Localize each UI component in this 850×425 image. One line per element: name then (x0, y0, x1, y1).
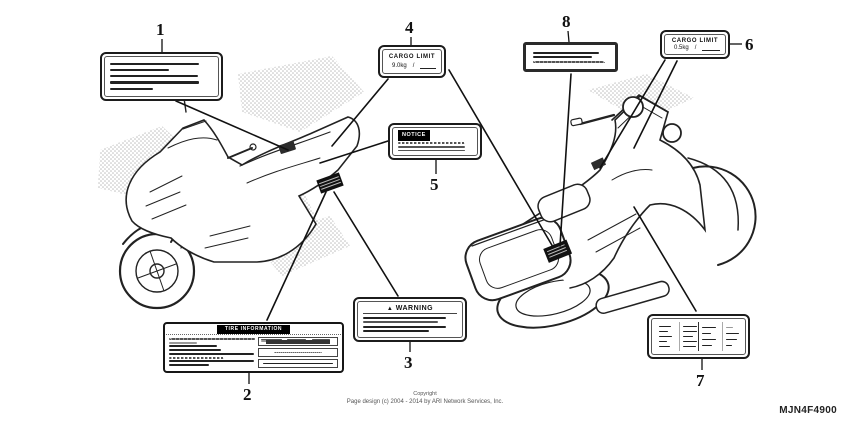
fill-in-blank (420, 63, 436, 69)
text-line (169, 352, 254, 355)
text-line (398, 146, 465, 148)
cargo-limit-separator: / (412, 62, 415, 69)
diagram-code: MJN4F4900 (779, 405, 837, 416)
tire-information-header: TIRE INFORMATION (166, 325, 341, 335)
callout-1[interactable]: 1 (156, 20, 165, 39)
text-line (533, 51, 599, 54)
text-line (702, 332, 711, 335)
callout-2[interactable]: 2 (243, 385, 252, 404)
text-line (169, 342, 197, 344)
text-line (363, 325, 446, 328)
tire-spec-table (258, 336, 338, 346)
dark-band (266, 340, 330, 344)
text-line (659, 330, 668, 333)
copyright-label: Copyright (413, 390, 437, 397)
text-line (683, 335, 693, 338)
text-line (261, 338, 282, 340)
text-line (169, 360, 254, 363)
text-line (110, 75, 198, 77)
text-line (659, 345, 671, 348)
cargo-limit-separator: / (694, 45, 697, 51)
tire-note-row (258, 359, 338, 368)
cargo-limit-label-rear[interactable]: CARGO LIMIT 9.0kg / (378, 45, 446, 78)
cargo-limit-title: CARGO LIMIT (671, 38, 719, 44)
text-line (286, 338, 307, 340)
text-line (312, 338, 331, 340)
text-line (110, 81, 199, 84)
text-line (398, 149, 465, 152)
text-line (683, 325, 697, 328)
text-line (169, 338, 256, 341)
caution-label-multicolumn[interactable] (647, 314, 750, 359)
text-line (702, 326, 717, 329)
text-line (363, 329, 429, 332)
cargo-limit-value: 0.5kg (674, 45, 689, 51)
text-line (659, 340, 667, 343)
callout-4[interactable]: 4 (405, 18, 414, 37)
notice-label[interactable]: NOTICE (388, 123, 482, 160)
callout-5[interactable]: 5 (430, 175, 439, 194)
tire-note-row (258, 348, 338, 357)
callout-connectors (161, 30, 742, 384)
text-line (169, 356, 225, 359)
text-line (363, 317, 446, 320)
text-line (169, 345, 218, 348)
text-line (659, 325, 672, 328)
caution-label-blank-2[interactable] (523, 42, 618, 72)
callout-7[interactable]: 7 (696, 371, 705, 390)
text-line (683, 345, 696, 348)
text-line (726, 332, 739, 335)
callout-8[interactable]: 8 (562, 12, 571, 31)
leader-lines (175, 59, 697, 321)
text-line (726, 338, 738, 341)
text-line (110, 69, 169, 71)
right-motorcycle-drawing (464, 94, 757, 329)
text-line (533, 60, 605, 63)
text-line (110, 63, 199, 65)
text-line (169, 364, 209, 367)
cargo-limit-label-accessory[interactable]: CARGO LIMIT 0.5kg / (660, 30, 730, 59)
warning-header: ▲ WARNING (363, 305, 457, 314)
left-motorcycle-drawing (118, 79, 361, 310)
text-line (110, 88, 154, 90)
text-line (533, 56, 592, 58)
tire-information-title: TIRE INFORMATION (216, 325, 291, 334)
tire-information-label[interactable]: TIRE INFORMATION (163, 322, 344, 373)
callout-6[interactable]: 6 (745, 35, 754, 54)
text-line (169, 349, 221, 352)
fill-in-blank (702, 45, 720, 51)
warning-label[interactable]: ▲ WARNING (353, 297, 467, 342)
text-line (659, 335, 673, 338)
footer-credit: Copyright Page design (c) 2004 - 2014 by… (0, 390, 850, 407)
cargo-limit-value: 9.0kg (392, 62, 407, 69)
cargo-limit-title: CARGO LIMIT (388, 54, 436, 61)
caution-label-blank[interactable] (100, 52, 223, 101)
callout-3[interactable]: 3 (404, 353, 413, 372)
warning-triangle-icon: ▲ (386, 305, 394, 312)
text-line (398, 142, 465, 145)
text-line (363, 321, 439, 324)
warning-title: WARNING (395, 304, 434, 312)
text-line (683, 340, 698, 343)
text-line (726, 326, 734, 329)
text-line (683, 330, 698, 333)
text-line (702, 344, 712, 347)
notice-badge: NOTICE (398, 130, 430, 141)
text-line (726, 344, 732, 347)
credit-line: Page design (c) 2004 - 2014 by ARI Netwo… (346, 399, 504, 405)
text-line (702, 338, 716, 341)
